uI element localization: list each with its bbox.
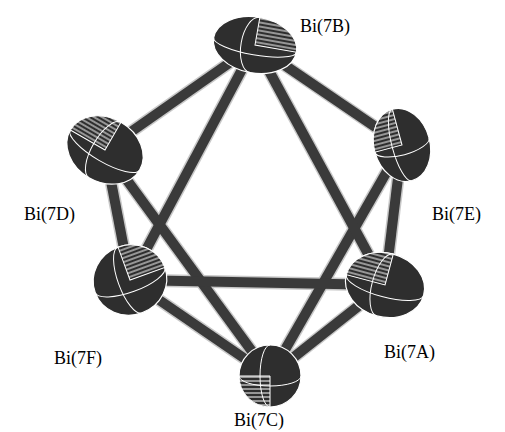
principal-ellipses (239, 345, 301, 407)
atom-label: Bi(7A) (382, 342, 437, 362)
atom-label: Bi(7E) (430, 204, 483, 224)
atom-label: Bi(7B) (298, 16, 352, 36)
ellipsoid-body (239, 345, 301, 407)
atom-ellipsoid (338, 244, 432, 327)
principal-ellipses (209, 10, 301, 80)
principal-ellipses (338, 244, 432, 327)
atom-label: Bi(7C) (232, 410, 286, 430)
ellipsoid-octant (365, 109, 402, 152)
ellipsoid-body (338, 244, 432, 327)
atom-ellipsoid (209, 10, 301, 80)
bond-outlines (105, 45, 402, 376)
principal-ellipses (54, 102, 155, 197)
ellipsoid-body (209, 10, 301, 80)
bond (130, 45, 255, 280)
bond (130, 45, 255, 280)
ellipsoid-body (54, 102, 155, 197)
ellipsoid-octant (346, 244, 393, 285)
ellipsoid-body (365, 102, 438, 188)
atom-ellipsoid (83, 234, 176, 325)
atom-ellipsoid (365, 102, 438, 188)
atom-label: Bi(7D) (22, 204, 77, 224)
bond (105, 150, 270, 376)
ellipsoid-body (83, 234, 176, 325)
bond (255, 45, 385, 285)
bond (255, 45, 385, 285)
ellipsoid-octant (118, 234, 165, 280)
bond-cores (105, 45, 402, 376)
atom-label: Bi(7F) (52, 348, 104, 368)
ellipsoid-octant (255, 17, 301, 52)
principal-ellipses (365, 102, 438, 188)
ellipsoid-octant (70, 102, 121, 150)
atom-ellipsoid (54, 102, 155, 197)
atom-ellipsoid (239, 345, 301, 407)
principal-ellipses (83, 234, 176, 325)
ellipsoid-octant (239, 376, 270, 407)
